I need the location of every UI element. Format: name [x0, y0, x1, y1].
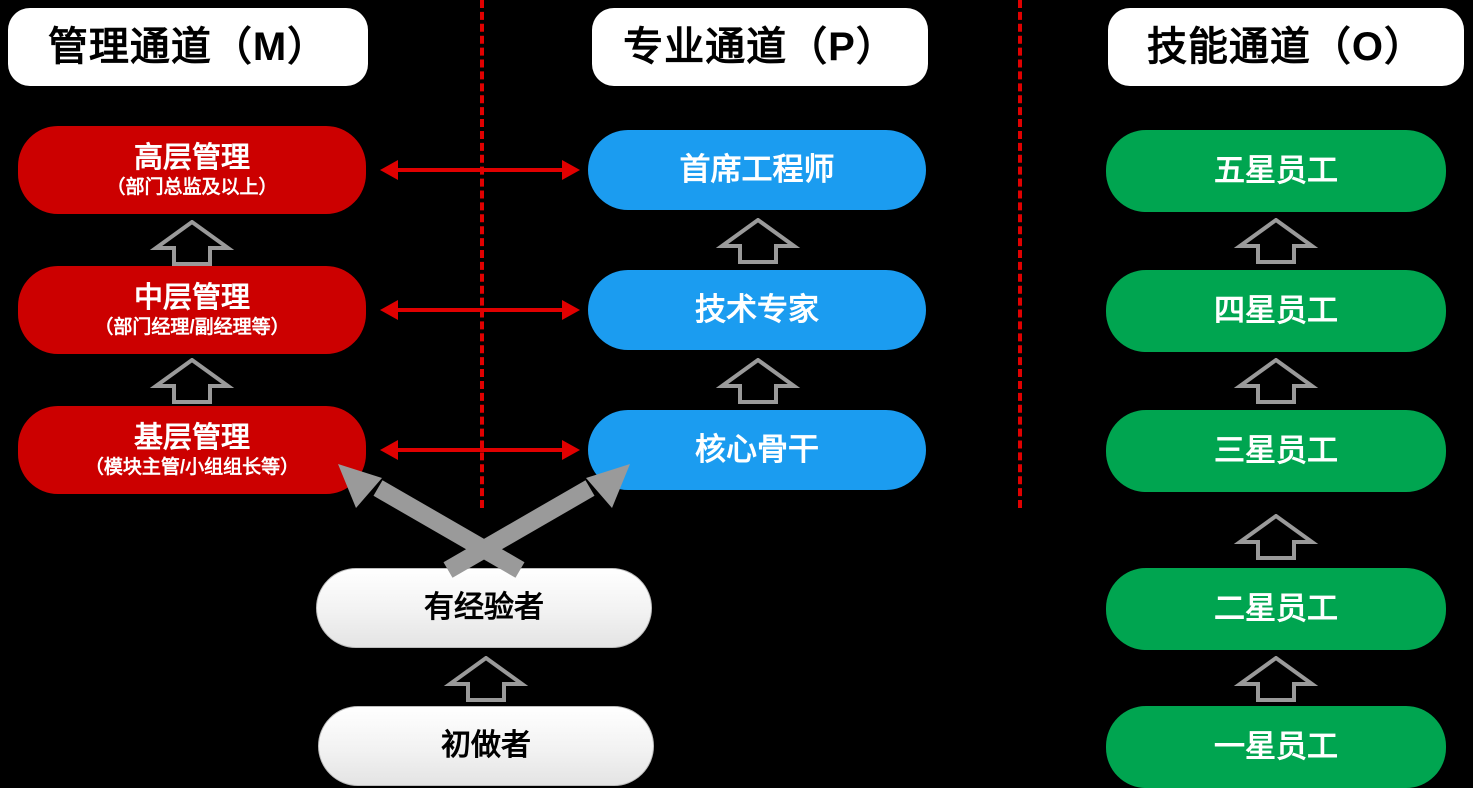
skill-level-3star[interactable]: 三星员工: [1106, 410, 1446, 492]
skill-level-4star[interactable]: 四星员工: [1106, 270, 1446, 352]
professional-level-tech-expert[interactable]: 技术专家: [588, 270, 926, 350]
divider-m-p: [480, 0, 484, 508]
transfer-arrow-middle-to-expert: [380, 300, 580, 320]
skill-level-3star-title: 三星员工: [1214, 432, 1338, 468]
header-professional-channel: 专业通道（P）: [592, 8, 928, 86]
professional-level-core-backbone-title: 核心骨干: [695, 431, 819, 467]
management-level-middle[interactable]: 中层管理 （部门经理/副经理等）: [18, 266, 366, 354]
promotion-arrow-professional-core-to-expert: [715, 358, 801, 404]
entry-arrow-experienced-to-management: [338, 464, 525, 578]
header-skill-label: 技能通道（O）: [1146, 24, 1426, 69]
entry-node-experienced[interactable]: 有经验者: [316, 568, 652, 648]
professional-level-tech-expert-title: 技术专家: [695, 291, 819, 327]
promotion-arrow-skill-4star-to-5star: [1233, 218, 1319, 264]
promotion-arrow-beginner-to-experienced: [443, 656, 529, 702]
professional-level-chief-engineer[interactable]: 首席工程师: [588, 130, 926, 210]
divider-p-o: [1018, 0, 1022, 508]
skill-level-4star-title: 四星员工: [1214, 292, 1338, 328]
skill-level-2star-title: 二星员工: [1214, 590, 1338, 626]
management-level-junior[interactable]: 基层管理 （模块主管/小组组长等）: [18, 406, 366, 494]
header-skill-channel: 技能通道（O）: [1108, 8, 1464, 86]
promotion-arrow-professional-expert-to-chief: [715, 218, 801, 264]
transfer-arrow-senior-to-chief: [380, 160, 580, 180]
management-level-junior-sub: （模块主管/小组组长等）: [84, 456, 300, 478]
skill-level-2star[interactable]: 二星员工: [1106, 568, 1446, 650]
entry-node-beginner[interactable]: 初做者: [318, 706, 654, 786]
management-level-junior-title: 基层管理: [133, 422, 250, 455]
promotion-arrow-management-middle-to-senior: [149, 220, 235, 266]
header-professional-label: 专业通道（P）: [623, 24, 897, 69]
entry-node-experienced-label: 有经验者: [424, 591, 544, 625]
skill-level-1star-title: 一星员工: [1214, 728, 1338, 764]
header-management-channel: 管理通道（M）: [8, 8, 368, 86]
skill-level-5star-title: 五星员工: [1214, 152, 1338, 188]
entry-arrow-experienced-to-professional: [443, 464, 630, 578]
promotion-arrow-skill-3star-to-4star: [1233, 358, 1319, 404]
professional-level-chief-engineer-title: 首席工程师: [679, 151, 835, 187]
header-management-label: 管理通道（M）: [47, 24, 329, 69]
management-level-senior-title: 高层管理: [133, 142, 250, 175]
promotion-arrow-skill-2star-to-3star: [1233, 514, 1319, 560]
skill-level-1star[interactable]: 一星员工: [1106, 706, 1446, 788]
entry-node-beginner-label: 初做者: [441, 729, 531, 763]
promotion-arrow-skill-1star-to-2star: [1233, 656, 1319, 702]
promotion-arrow-management-junior-to-middle: [149, 358, 235, 404]
management-level-senior[interactable]: 高层管理 （部门总监及以上）: [18, 126, 366, 214]
management-level-middle-title: 中层管理: [133, 282, 250, 315]
transfer-arrow-junior-to-core: [380, 440, 580, 460]
management-level-middle-sub: （部门经理/副经理等）: [94, 316, 290, 338]
management-level-senior-sub: （部门总监及以上）: [106, 176, 278, 198]
skill-level-5star[interactable]: 五星员工: [1106, 130, 1446, 212]
professional-level-core-backbone[interactable]: 核心骨干: [588, 410, 926, 490]
